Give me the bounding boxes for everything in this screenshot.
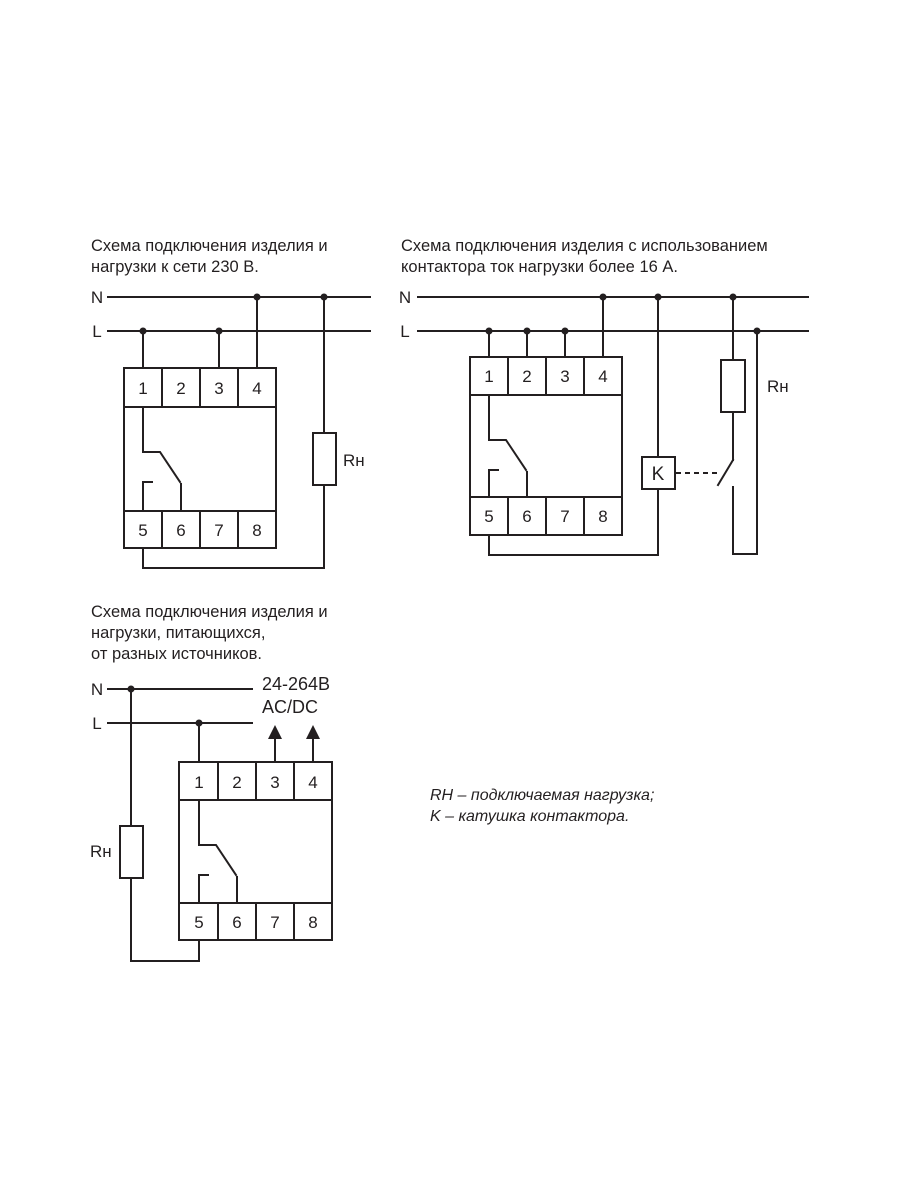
terminal-label: 3 <box>270 773 279 792</box>
load-label: Rн <box>343 451 365 470</box>
legend-line-load: RH – подключаемая нагрузка; <box>430 787 655 804</box>
terminal-label: 1 <box>484 367 493 386</box>
wire-coil-return <box>488 488 659 556</box>
junction-dot <box>654 293 662 301</box>
line-n-label: N <box>399 288 411 307</box>
terminal-label: 6 <box>176 521 185 540</box>
terminal-label: 6 <box>232 913 241 932</box>
load-resistor <box>720 359 746 413</box>
diagram2-caption: Схема подключения изделия с использовани… <box>401 236 768 278</box>
junction-dot <box>485 327 493 335</box>
caption-line: нагрузки, питающихся, <box>91 624 266 642</box>
junction-dot <box>253 293 261 301</box>
supply-voltage-label: 24-264В <box>262 674 330 694</box>
terminal-label: 5 <box>194 913 203 932</box>
diagram3-caption: Схема подключения изделия и нагрузки, пи… <box>91 602 328 665</box>
terminal-label: 4 <box>598 367 607 386</box>
contactor-switch <box>716 458 735 487</box>
diagram2 <box>417 296 809 556</box>
junction-dot <box>195 719 203 727</box>
terminal-label: 8 <box>252 521 261 540</box>
diagram1-caption: Схема подключения изделия и нагрузки к с… <box>91 236 328 278</box>
line-l-label: L <box>92 714 101 733</box>
terminal-label: 3 <box>214 379 223 398</box>
contact-terminal-5 <box>142 481 153 512</box>
load-resistor <box>312 432 337 486</box>
terminal-label: 3 <box>560 367 569 386</box>
contact-terminal-5 <box>488 469 499 498</box>
junction-dot <box>320 293 328 301</box>
diagram3 <box>107 688 333 962</box>
terminal-label: 8 <box>308 913 317 932</box>
load-label: Rн <box>90 842 112 861</box>
relay-contact <box>198 799 238 877</box>
wire-switch-return <box>732 330 758 555</box>
junction-dot <box>139 327 147 335</box>
legend: RH – подключаемая нагрузка; K – катушка … <box>430 785 654 827</box>
junction-dot <box>127 685 135 693</box>
junction-dot <box>523 327 531 335</box>
junction-dot <box>729 293 737 301</box>
terminal-label: 1 <box>138 379 147 398</box>
line-l-label: L <box>92 322 101 341</box>
load-resistor <box>119 825 144 879</box>
junction-dots <box>127 293 761 727</box>
terminal-label: 4 <box>308 773 317 792</box>
junction-dot <box>753 327 761 335</box>
diagram1 <box>107 296 371 569</box>
line-l-label: L <box>400 322 409 341</box>
line-n-label: N <box>91 288 103 307</box>
caption-line: от разных источников. <box>91 645 263 663</box>
terminal-label: 7 <box>270 913 279 932</box>
terminal-label: 1 <box>194 773 203 792</box>
wire-load-return <box>142 484 325 569</box>
relay-contact <box>488 394 528 472</box>
terminal-label: 6 <box>522 507 531 526</box>
caption-line: нагрузки к сети 230 В. <box>91 258 259 276</box>
legend-line-coil: K – катушка контактора. <box>430 808 630 825</box>
junction-dot <box>215 327 223 335</box>
terminal-label: 7 <box>560 507 569 526</box>
junction-dot <box>561 327 569 335</box>
caption-line: Схема подключения изделия и <box>91 603 328 621</box>
relay-contact <box>142 406 182 484</box>
caption-line: Схема подключения изделия и <box>91 237 328 255</box>
terminal-label: 7 <box>214 521 223 540</box>
load-label: Rн <box>767 377 789 396</box>
terminal-label: 8 <box>598 507 607 526</box>
supply-type-label: AC/DC <box>262 697 318 717</box>
wire-load-return <box>130 877 200 962</box>
line-n-label: N <box>91 680 103 699</box>
junction-dot <box>599 293 607 301</box>
caption-line: контактора ток нагрузки более 16 А. <box>401 258 678 276</box>
terminal-label: 2 <box>176 379 185 398</box>
caption-line: Схема подключения изделия с использовани… <box>401 237 768 255</box>
terminal-label: 4 <box>252 379 261 398</box>
contact-terminal-5 <box>198 874 209 904</box>
terminal-label: 5 <box>138 521 147 540</box>
terminal-label: 2 <box>522 367 531 386</box>
terminal-label: 5 <box>484 507 493 526</box>
terminal-label: 2 <box>232 773 241 792</box>
coil-label: K <box>652 464 665 485</box>
